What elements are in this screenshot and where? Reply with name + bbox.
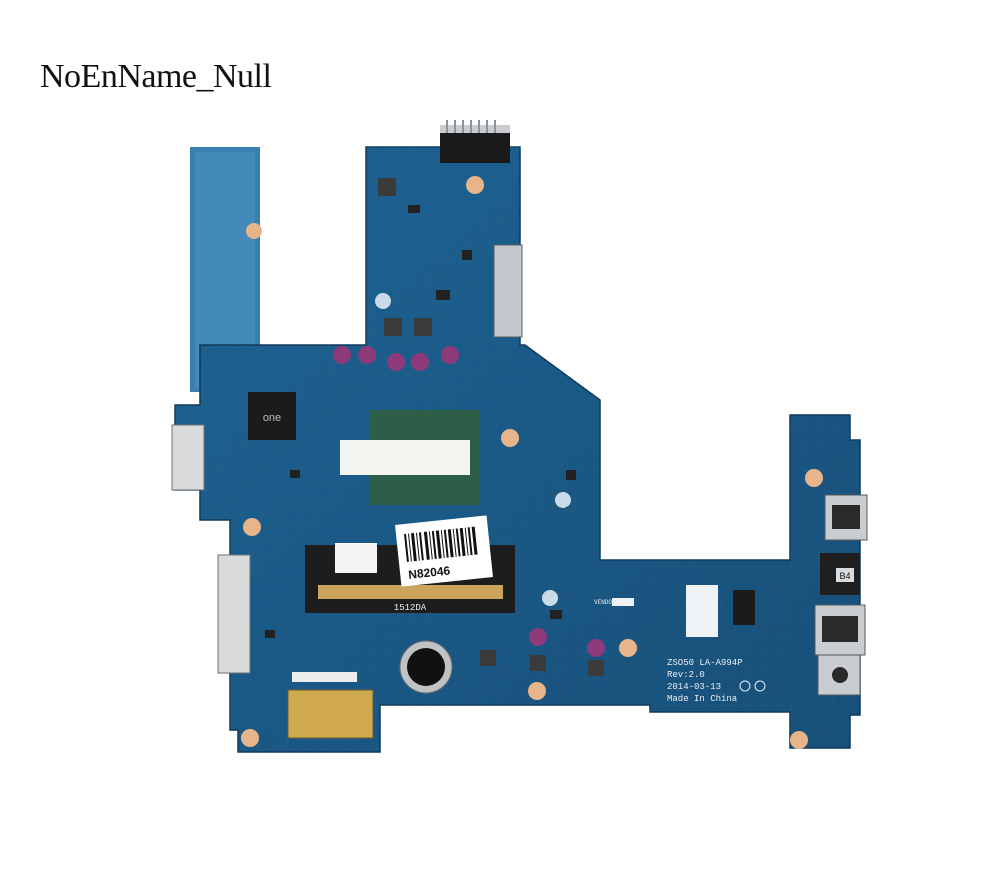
port-b4: B4	[820, 553, 860, 595]
sata-connector-2	[217, 554, 251, 674]
port-label: B4	[839, 571, 850, 581]
capacitors	[333, 346, 605, 657]
board-origin: Made In China	[667, 694, 738, 704]
sticker-code: N82046	[408, 563, 452, 581]
mounting-holes	[241, 176, 823, 749]
compliance-icon	[754, 680, 766, 692]
svg-text:one: one	[263, 412, 281, 424]
card-reader	[287, 689, 374, 739]
barcode-label-small	[335, 543, 377, 573]
dimm-label: 1512DA	[394, 603, 427, 613]
white-pad-2	[542, 590, 558, 606]
power-connector	[440, 120, 510, 163]
inductors	[378, 178, 604, 676]
board-revision: Rev:2.0	[667, 670, 705, 680]
white-pad	[555, 492, 571, 508]
cpu	[340, 410, 480, 505]
coin-battery	[399, 640, 453, 694]
usb-port-2	[814, 604, 866, 656]
wlan-connector	[493, 244, 523, 338]
board-date: 2014-03-13	[667, 682, 721, 692]
sata-connector-1	[171, 424, 205, 491]
usb-port-1	[824, 494, 868, 541]
recycle-icon	[739, 680, 751, 692]
watermark-text: NoEnName_Null	[40, 58, 272, 95]
io-chip	[733, 590, 755, 625]
barcode-sticker: N82046	[395, 515, 493, 587]
chinese-label	[686, 585, 718, 637]
ribbon-connector	[292, 672, 357, 682]
white-pad-3	[375, 293, 391, 309]
audio-jack	[817, 654, 861, 696]
board-model: ZSO50 LA-A994P	[667, 658, 743, 668]
ec-chip	[248, 392, 296, 440]
vendor-label: VENDOR	[594, 599, 616, 606]
